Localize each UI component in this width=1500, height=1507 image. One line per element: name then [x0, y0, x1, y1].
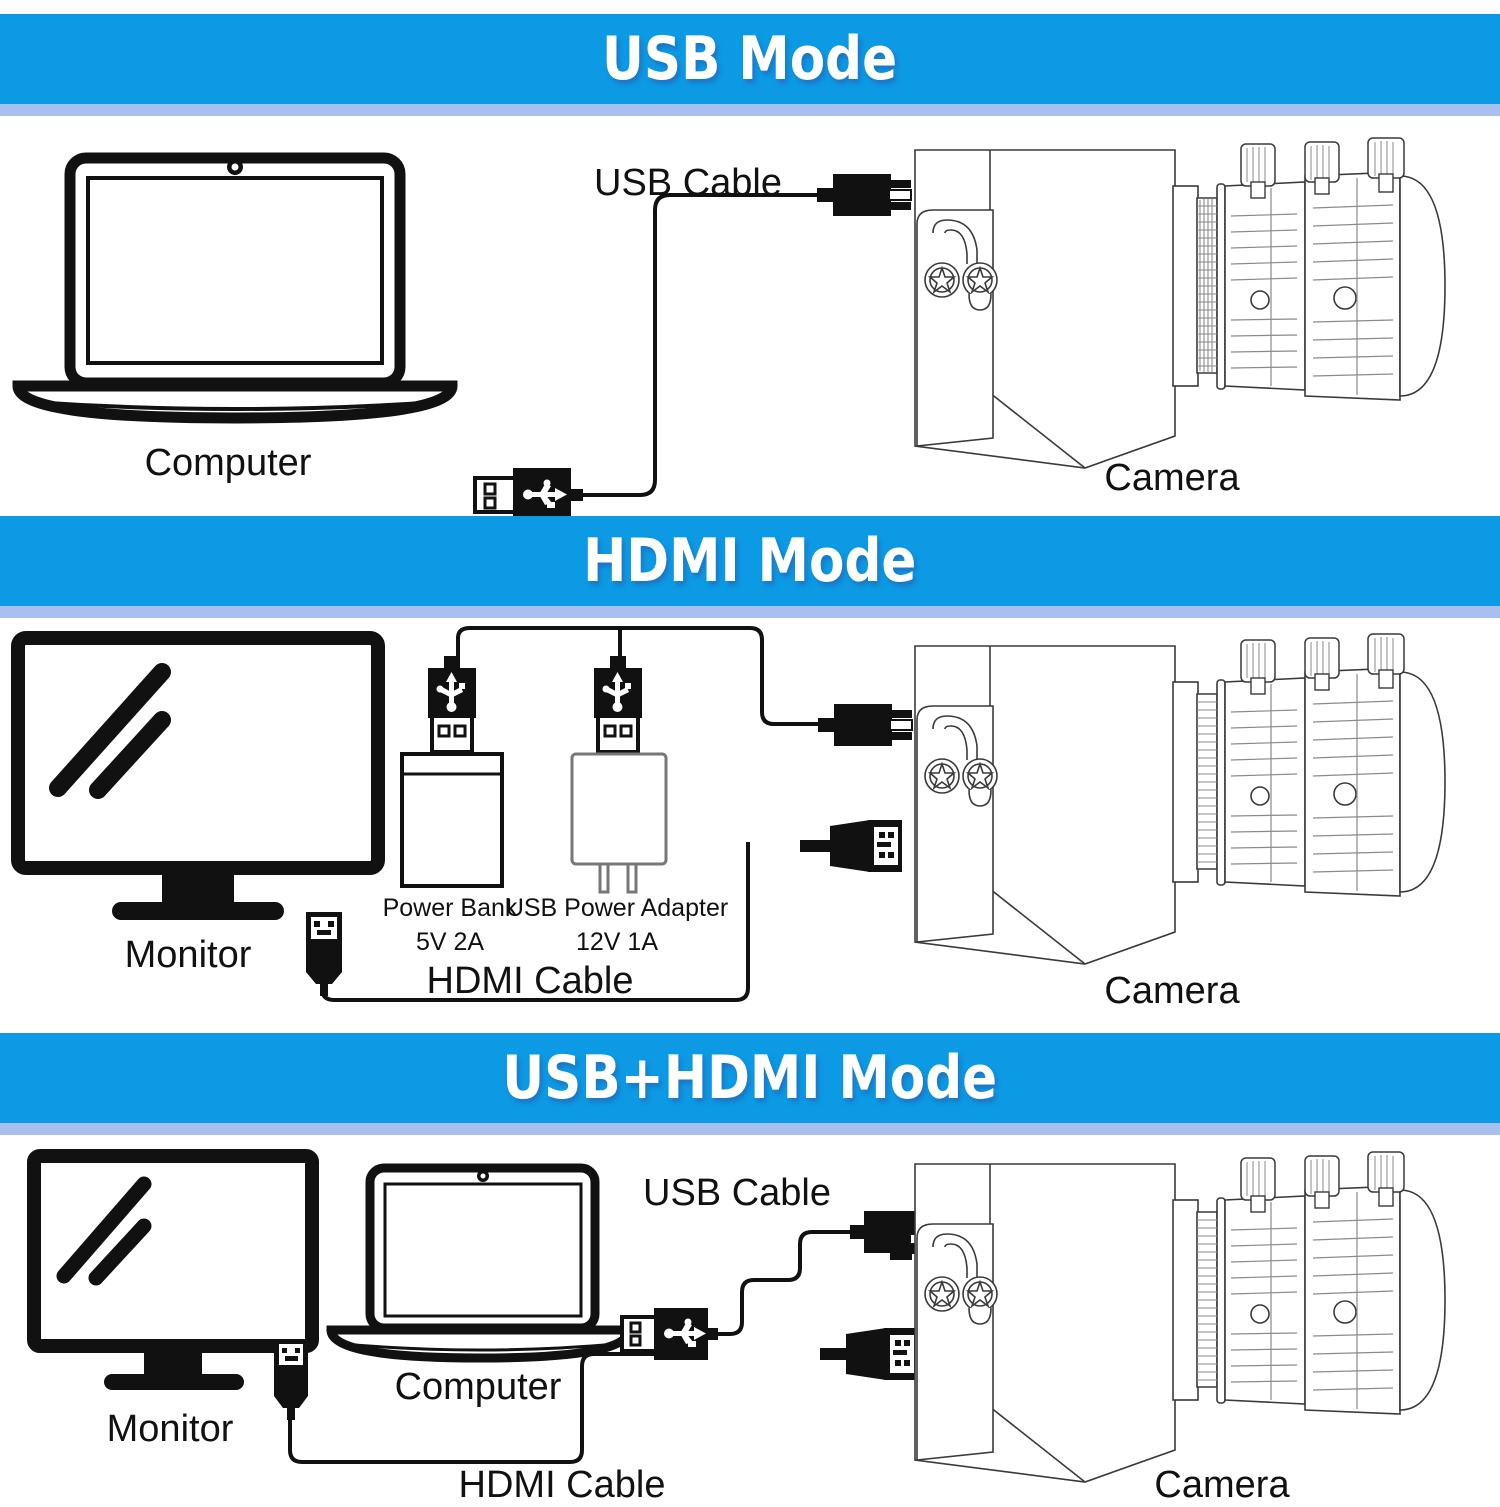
usb-micro-plug-icon [817, 174, 912, 216]
laptop-icon [12, 152, 458, 424]
industrial-camera-icon [914, 633, 1446, 965]
section-title-usb-hdmi-mode: USB+HDMI Mode [502, 1043, 998, 1113]
banner-shadow-2 [0, 606, 1500, 618]
power-adapter-icon [570, 656, 668, 894]
label-hdmi-cable-hdmi-mode: HDMI Cable [426, 960, 634, 1002]
label-monitor-usb-hdmi: Monitor [106, 1408, 234, 1450]
hdmi-plug-icon [820, 1328, 918, 1380]
industrial-camera-icon [914, 137, 1446, 469]
industrial-camera-icon [914, 1151, 1446, 1483]
panel-hdmi-mode: Monitor [0, 622, 1500, 1022]
usb-power-routing-cable [456, 626, 830, 726]
usb-a-plug-icon [594, 656, 642, 754]
usb-a-plug-icon [620, 1308, 718, 1360]
section-banner-usb-mode: USB Mode [0, 14, 1500, 104]
label-power-bank: Power Bank [382, 894, 518, 922]
hdmi-plug-icon [274, 1340, 308, 1420]
label-computer-usb-hdmi: Computer [394, 1366, 562, 1408]
label-usb-cable-usb-hdmi: USB Cable [643, 1172, 831, 1214]
section-title-usb-mode: USB Mode [602, 24, 898, 94]
monitor-icon [11, 631, 385, 920]
label-usb-power-adapter-spec: 12V 1A [575, 928, 659, 956]
hdmi-plug-icon [306, 912, 342, 996]
monitor-icon [27, 1149, 319, 1390]
label-camera-hdmi: Camera [1104, 970, 1240, 1012]
laptop-icon [326, 1163, 634, 1363]
panel-usb-hdmi-mode: Monitor Computer [0, 1140, 1500, 1506]
usb-cable-usb-mode [473, 174, 912, 522]
banner-shadow-1 [0, 104, 1500, 116]
hdmi-plug-icon [800, 820, 902, 872]
label-camera-usb: Camera [1104, 457, 1240, 499]
section-title-hdmi-mode: HDMI Mode [583, 526, 917, 596]
label-hdmi-cable-usb-hdmi: HDMI Cable [458, 1464, 666, 1506]
section-banner-usb-hdmi-mode: USB+HDMI Mode [0, 1033, 1500, 1123]
usb-a-plug-icon [473, 468, 583, 522]
power-bank-icon [400, 656, 504, 888]
label-monitor-hdmi: Monitor [124, 934, 252, 976]
panel-usb-mode: Computer [0, 120, 1500, 522]
usb-a-plug-icon [428, 656, 476, 754]
label-camera-usb-hdmi: Camera [1154, 1464, 1290, 1506]
label-usb-power-adapter: USB Power Adapter [505, 894, 729, 922]
hdmi-cable-usb-hdmi-mode [288, 1352, 688, 1464]
label-power-bank-spec: 5V 2A [415, 928, 485, 956]
label-usb-cable-usb-mode: USB Cable [594, 162, 782, 204]
section-banner-hdmi-mode: HDMI Mode [0, 516, 1500, 606]
usb-micro-plug-icon [818, 704, 913, 746]
label-computer-usb: Computer [144, 442, 312, 484]
banner-shadow-3 [0, 1123, 1500, 1135]
